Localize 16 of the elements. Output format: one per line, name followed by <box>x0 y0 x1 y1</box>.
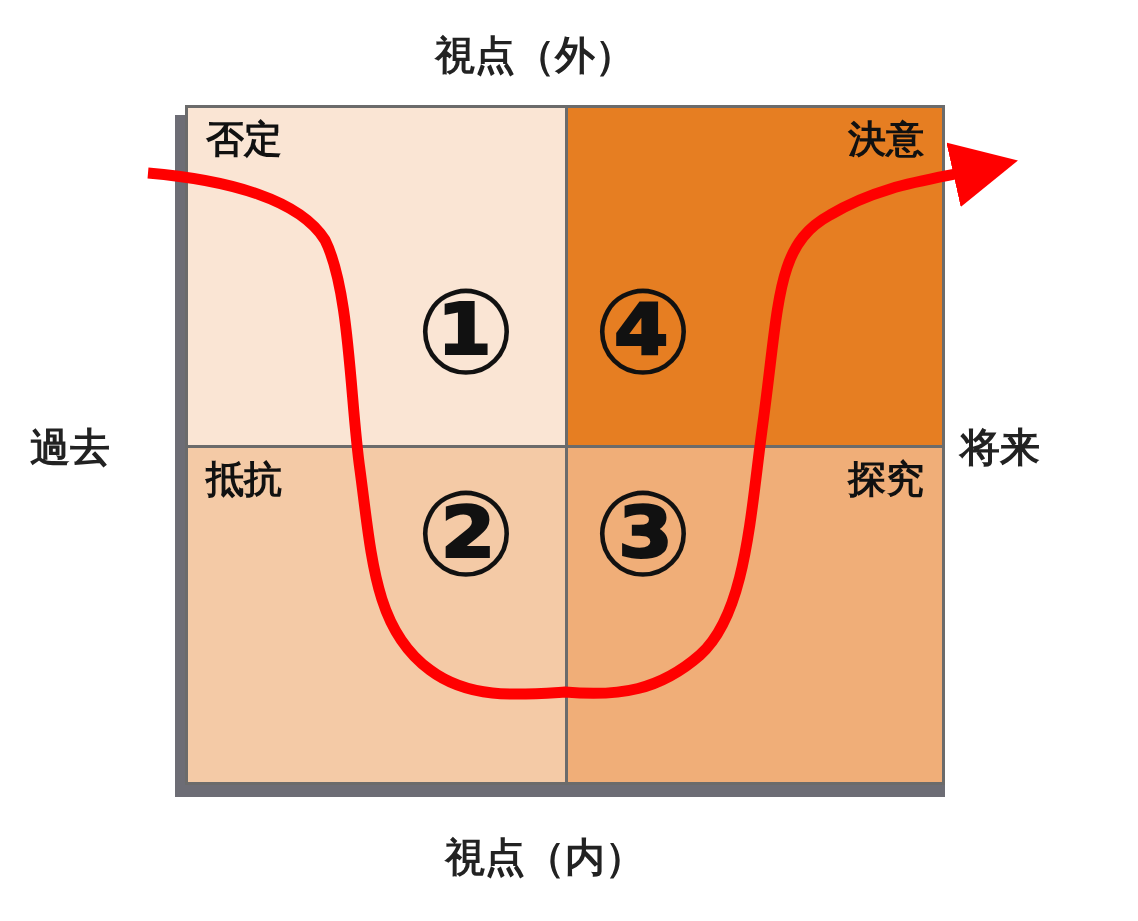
axis-label: 将来 <box>960 423 1040 472</box>
step-number: ② <box>416 475 516 593</box>
quadrant-heading: 探究 <box>848 456 924 503</box>
quadrant-heading: 否定 <box>206 116 282 163</box>
quadrant-panel <box>185 105 568 448</box>
axis-label: 過去 <box>30 423 110 472</box>
axis-label: 視点（内） <box>445 833 645 882</box>
quadrant-panel <box>565 105 945 448</box>
quadrant-heading: 決意 <box>848 116 924 163</box>
step-number: ③ <box>593 475 693 593</box>
step-number: ④ <box>593 273 693 391</box>
axis-label: 視点（外） <box>435 31 635 80</box>
step-number: ① <box>416 273 516 391</box>
quadrant-heading: 抵抗 <box>206 456 282 503</box>
quadrant-panel <box>565 445 945 785</box>
quadrant-panel <box>185 445 568 785</box>
